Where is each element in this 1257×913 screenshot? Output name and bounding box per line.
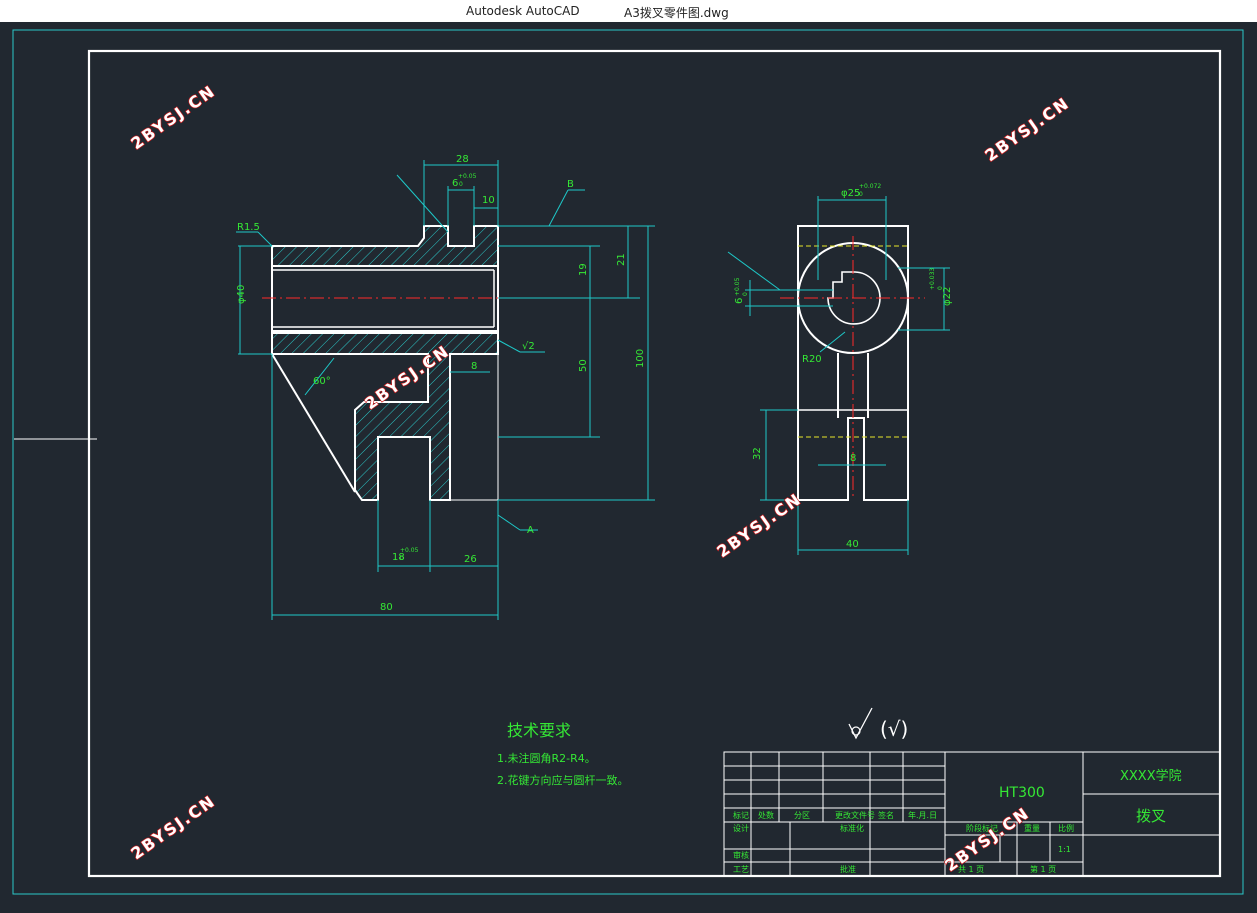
svg-text:年.月.日: 年.月.日 (908, 810, 937, 820)
side-dim-text: φ25 +0.072 0 φ22 +0.033 0 6 +0.05 0 R20 … (734, 183, 953, 550)
technical-requirements: 技术要求 1.未注圆角R2-R4。 2.花键方向应与圆杆一致。 (497, 721, 629, 787)
svg-text:审核: 审核 (733, 850, 749, 860)
tech-line-2: 2.花键方向应与圆杆一致。 (497, 773, 629, 787)
dim-32: 32 (752, 447, 763, 460)
watermark-6: 2BYSJ.CN (941, 803, 1033, 875)
watermark-4: 2BYSJ.CN (713, 489, 805, 561)
svg-text:设计: 设计 (733, 823, 749, 833)
svg-text:0: 0 (742, 292, 749, 296)
dim-10: 10 (482, 195, 495, 206)
watermarks: 2BYSJ.CN 2BYSJ.CN 2BYSJ.CN 2BYSJ.CN 2BYS… (127, 80, 1074, 875)
dim-8b: 8 (850, 453, 856, 464)
watermark-2: 2BYSJ.CN (981, 93, 1073, 165)
svg-text:工艺: 工艺 (733, 865, 749, 874)
svg-text:分区: 分区 (794, 811, 810, 820)
svg-text:标准化: 标准化 (840, 823, 864, 833)
dim-40: 40 (846, 539, 859, 550)
drawing-svg: 28 6 +0.05 0 10 B R1.5 φ40 19 21 50 100 … (12, 29, 1244, 895)
svg-text:第 1 页: 第 1 页 (1030, 864, 1056, 874)
title-block-text: 标记 处数 分区 更改文件号 签名 年.月.日 设计 标准化 阶段标记 重量 比… (733, 810, 1074, 874)
dim-26: 26 (464, 554, 477, 565)
svg-text:+0.05: +0.05 (400, 547, 419, 554)
svg-text:更改文件号: 更改文件号 (835, 810, 875, 820)
tech-line-1: 1.未注圆角R2-R4。 (497, 751, 596, 765)
outer-frame (12, 29, 1244, 895)
app-name: Autodesk AutoCAD (466, 4, 580, 18)
svg-text:0: 0 (459, 181, 463, 188)
svg-text:签名: 签名 (878, 810, 894, 820)
svg-text:+0.05: +0.05 (458, 173, 477, 180)
svg-text:1:1: 1:1 (1058, 845, 1071, 854)
front-view (271, 225, 499, 501)
dim-28: 28 (456, 154, 469, 165)
svg-text:重量: 重量 (1024, 823, 1040, 833)
svg-text:共 1 页: 共 1 页 (958, 865, 984, 874)
side-dimensions (727, 196, 950, 555)
roughness-paren: (√) (880, 717, 908, 741)
dim-B: B (567, 179, 574, 190)
svg-text:+0.033: +0.033 (929, 268, 936, 290)
dim-8a: 8 (471, 361, 477, 372)
dim-6v: 6 (734, 298, 745, 304)
roughness-mark: (√) (848, 707, 908, 741)
part-name: 拨叉 (1136, 807, 1166, 825)
svg-text:+0.072: +0.072 (859, 183, 881, 190)
svg-text:阶段标记: 阶段标记 (966, 823, 998, 833)
dim-80: 80 (380, 602, 393, 613)
svg-text:批准: 批准 (840, 864, 856, 874)
front-dim-text: 28 6 +0.05 0 10 B R1.5 φ40 19 21 50 100 … (236, 154, 646, 613)
svg-text:处数: 处数 (758, 810, 774, 820)
tech-title: 技术要求 (507, 721, 571, 740)
dim-21: 21 (616, 253, 627, 266)
dim-60deg: 60° (313, 376, 331, 387)
svg-text:0: 0 (859, 191, 863, 198)
svg-text:比例: 比例 (1058, 823, 1074, 833)
front-dimensions (236, 160, 655, 620)
material: HT300 (999, 785, 1045, 801)
dim-6: 6 (452, 178, 458, 189)
dim-R15: R1.5 (237, 222, 260, 233)
watermark-1: 2BYSJ.CN (127, 81, 219, 153)
drawing-canvas[interactable]: 28 6 +0.05 0 10 B R1.5 φ40 19 21 50 100 … (0, 22, 1257, 909)
dim-phi22: φ22 (942, 287, 953, 306)
school-name: XXXX学院 (1120, 768, 1182, 784)
dim-100: 100 (635, 349, 646, 368)
dim-50: 50 (578, 359, 589, 372)
dim-roughness-2: √2 (522, 341, 535, 352)
dim-phi25: φ25 (841, 188, 860, 199)
svg-text:标记: 标记 (733, 810, 749, 820)
dim-18: 18 (392, 552, 405, 563)
dim-R20: R20 (802, 354, 822, 365)
svg-text:0: 0 (400, 555, 404, 562)
svg-text:+0.05: +0.05 (734, 277, 741, 296)
dim-19: 19 (578, 263, 589, 276)
svg-text:0: 0 (937, 286, 944, 290)
title-block (723, 751, 1221, 877)
dim-phi40: φ40 (236, 285, 247, 304)
window-title-bar: Autodesk AutoCAD A3拨叉零件图.dwg (0, 0, 1257, 22)
drawing-border (87, 49, 1222, 878)
dim-A: A (527, 525, 534, 536)
watermark-5: 2BYSJ.CN (127, 791, 219, 863)
file-name: A3拨叉零件图.dwg (624, 6, 729, 20)
